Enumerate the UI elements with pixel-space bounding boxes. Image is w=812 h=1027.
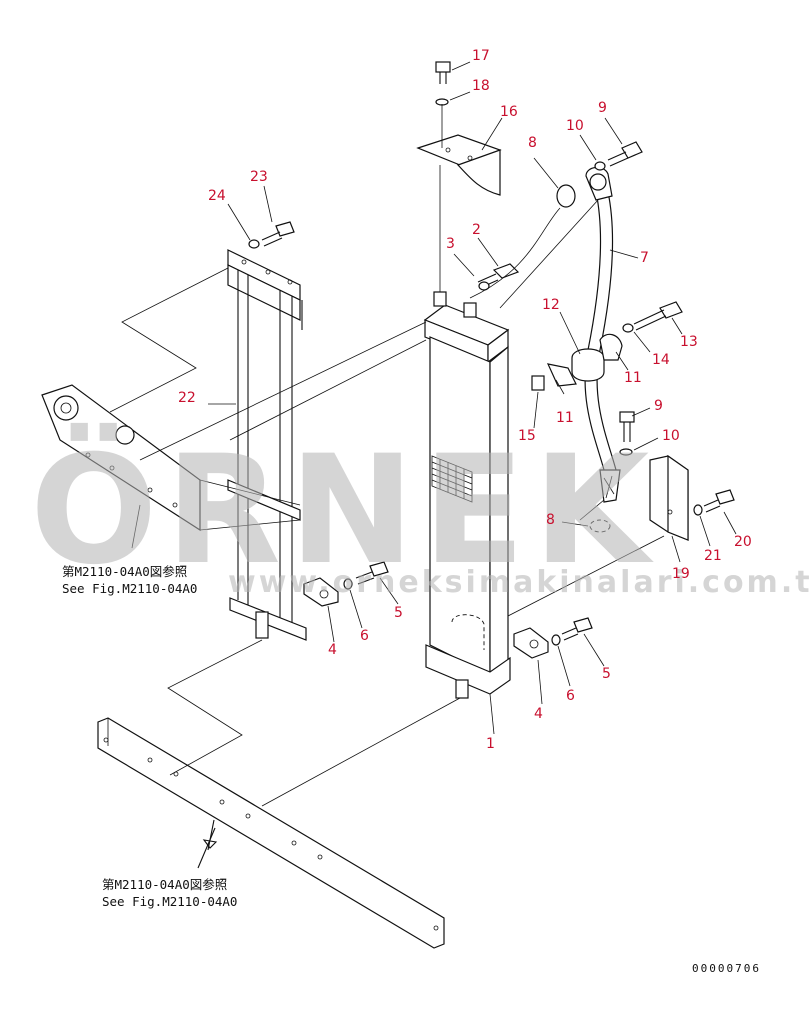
- callout-11-left: 11: [556, 410, 574, 426]
- callout-3: 3: [446, 236, 455, 252]
- washer-6-right: [551, 634, 561, 646]
- washer-21: [693, 504, 703, 516]
- left-beam: [41, 384, 301, 532]
- washer-24: [248, 239, 260, 249]
- washer-14: [622, 323, 634, 333]
- callout-9-middle: 9: [654, 398, 663, 414]
- callout-13: 13: [680, 334, 698, 350]
- cap-screw-9-middle: [619, 411, 635, 442]
- callout-8-lower: 8: [546, 512, 555, 528]
- hose-part-7: [584, 166, 621, 503]
- washer-3: [478, 281, 490, 291]
- callout-24: 24: [208, 188, 226, 204]
- assembly-lines: [109, 199, 665, 869]
- bracket-4-right: [513, 627, 549, 659]
- bracket-part-16: [416, 134, 502, 196]
- cap-screw-23: [261, 221, 295, 247]
- washer-10-middle: [619, 448, 633, 456]
- watermark-site: www.orneksimakinalari.com.tr: [228, 565, 812, 600]
- washer-10-top: [594, 161, 606, 171]
- callout-22: 22: [178, 390, 196, 406]
- radiator-core-mesh: [431, 455, 473, 503]
- callout-11-right: 11: [624, 370, 642, 386]
- cap-screw-9-top: [607, 141, 643, 167]
- callout-6-right: 6: [566, 688, 575, 704]
- side-frame-part-22: [227, 249, 307, 641]
- callout-7: 7: [640, 250, 649, 266]
- reference-note-upper-jp: 第M2110-04A0図参照: [62, 564, 187, 579]
- callout-5-right: 5: [602, 666, 611, 682]
- cap-screw-13: [633, 301, 683, 331]
- reference-note-lower-jp: 第M2110-04A0図参照: [102, 877, 227, 892]
- callout-4-right: 4: [534, 706, 543, 722]
- callout-5-left: 5: [394, 605, 403, 621]
- callout-leaders: [208, 61, 737, 735]
- callout-20: 20: [734, 534, 752, 550]
- reference-note-upper-en: See Fig.M2110-04A0: [62, 581, 197, 596]
- plate-part-19: [649, 454, 689, 541]
- callout-18: 18: [472, 78, 490, 94]
- cap-screw-20: [703, 489, 735, 513]
- reference-note-lower-en: See Fig.M2110-04A0: [102, 894, 237, 909]
- callout-16: 16: [500, 104, 518, 120]
- watermark: ÖRNEK www.orneksimakinalari.com.tr: [30, 422, 812, 600]
- drawing-number: 00000706: [692, 962, 761, 975]
- clamp-part-12: [546, 348, 605, 387]
- cap-screw-5-right: [561, 617, 593, 641]
- o-ring-8-lower: [589, 519, 611, 533]
- spacer-15: [531, 375, 545, 391]
- cap-screw-17: [435, 61, 451, 84]
- callout-10-upper: 10: [566, 118, 584, 134]
- radiator-part-1: [423, 291, 511, 699]
- callout-9-upper: 9: [598, 100, 607, 116]
- bracket-4-left: [303, 577, 339, 607]
- o-ring-8-upper: [556, 184, 576, 208]
- washer-6-left: [343, 578, 353, 590]
- callout-21: 21: [704, 548, 722, 564]
- cap-screw-5-left: [355, 561, 389, 585]
- reference-note-lower: 第M2110-04A0図参照 See Fig.M2110-04A0: [102, 877, 237, 909]
- callout-10-middle: 10: [662, 428, 680, 444]
- callout-4-left: 4: [328, 642, 337, 658]
- callout-19: 19: [672, 566, 690, 582]
- clamp-part-11: [599, 333, 623, 361]
- watermark-brand: ÖRNEK: [30, 422, 657, 598]
- callout-23: 23: [250, 169, 268, 185]
- callout-14: 14: [652, 352, 670, 368]
- callout-17: 17: [472, 48, 490, 64]
- callout-2: 2: [472, 222, 481, 238]
- reference-note-upper: 第M2110-04A0図参照 See Fig.M2110-04A0: [62, 564, 197, 596]
- callout-8-upper: 8: [528, 135, 537, 151]
- callout-1: 1: [486, 736, 495, 752]
- callout-6-left: 6: [360, 628, 369, 644]
- callout-numbers: 17 18 16 8 10 9 23 24 3 2 7 12 13 14 11 …: [178, 48, 752, 752]
- callout-12: 12: [542, 297, 560, 313]
- bottom-beam: [97, 717, 445, 949]
- callout-15: 15: [518, 428, 536, 444]
